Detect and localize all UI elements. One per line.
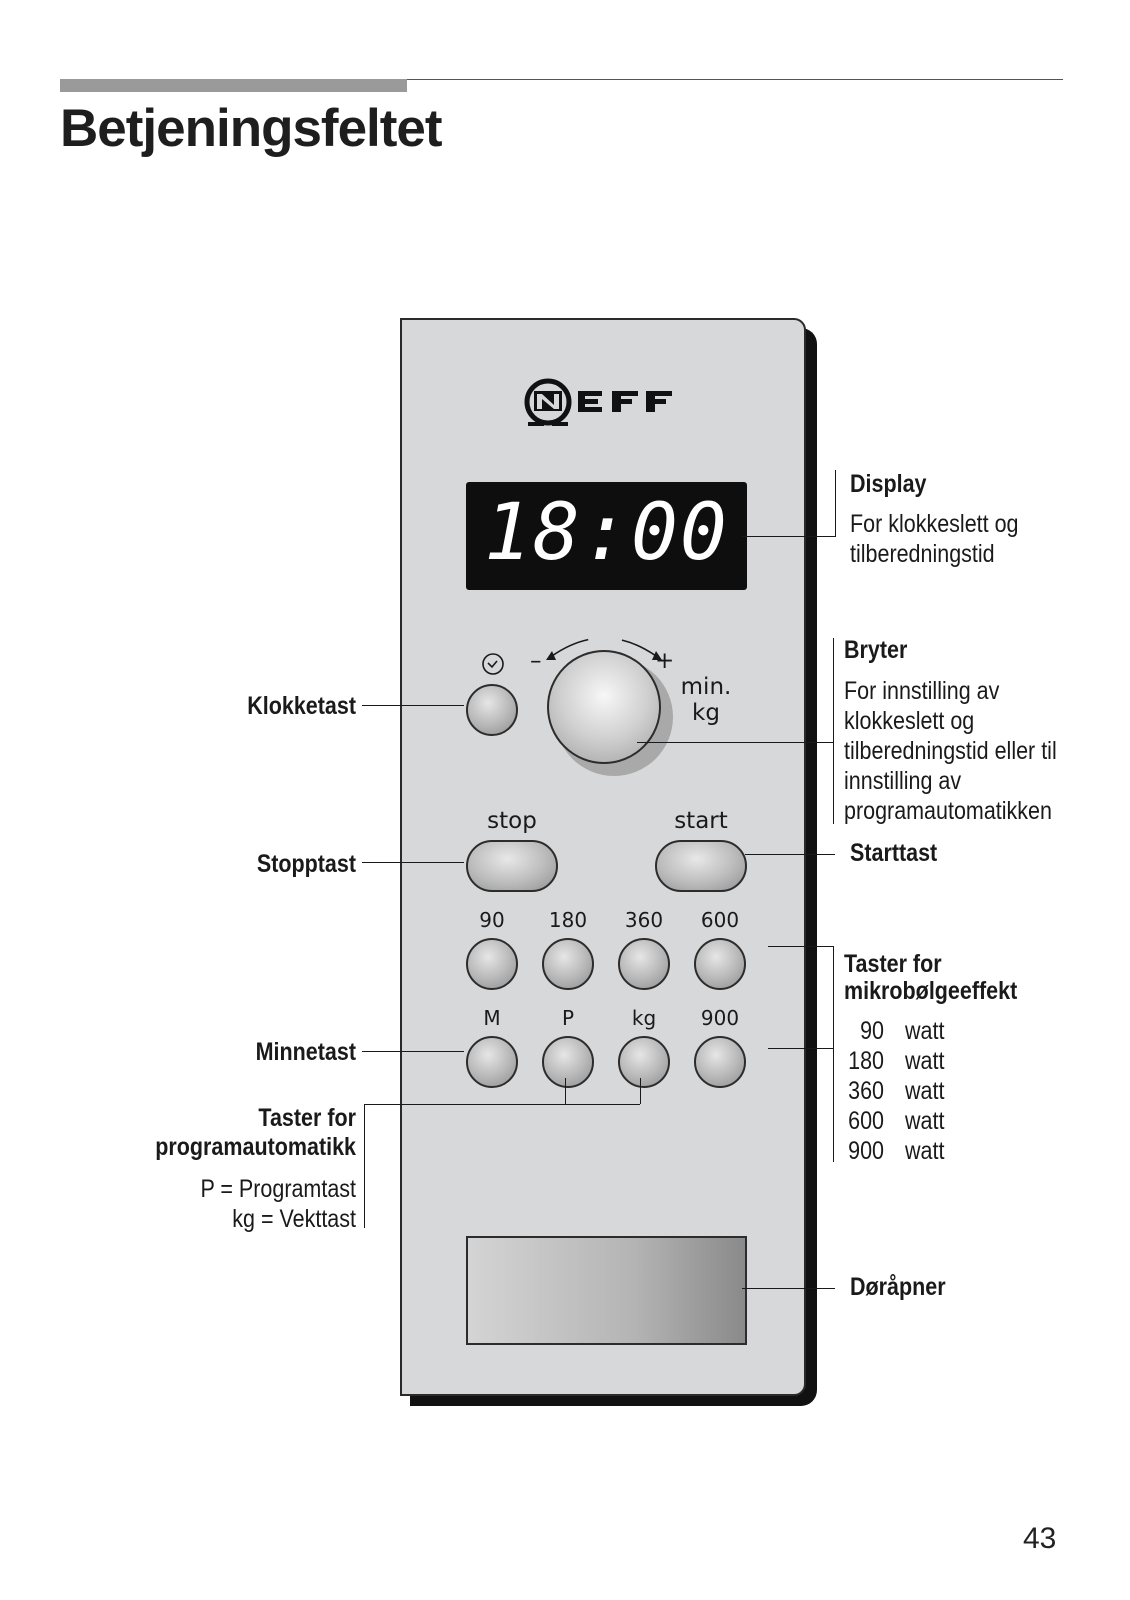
program-key-label: P	[561, 1006, 575, 1030]
weight-button[interactable]	[618, 1036, 670, 1088]
bryter-callout-line5: programautomatikken	[844, 797, 1052, 825]
power-row-900-value: 900	[848, 1137, 884, 1165]
power-label-600: 600	[700, 908, 740, 932]
power-bracket	[833, 946, 834, 1162]
bryter-leader	[637, 742, 833, 743]
power-label-360: 360	[624, 908, 664, 932]
knob-plus-label: +	[655, 648, 675, 674]
stop-button[interactable]	[466, 840, 558, 892]
power-row-600-value: 600	[848, 1107, 884, 1135]
display-leader	[742, 536, 835, 537]
power-row-90-unit: watt	[905, 1017, 945, 1045]
display-bracket	[835, 470, 836, 537]
program-callout-title2: programautomatikk	[155, 1133, 356, 1161]
bryter-bracket	[833, 638, 834, 824]
start-leader	[745, 854, 835, 855]
power-row-600-unit: watt	[905, 1107, 945, 1135]
neff-logo	[520, 375, 710, 435]
power-row-900-unit: watt	[905, 1137, 945, 1165]
display-callout-line2: tilberedningstid	[850, 540, 995, 568]
power-180-button[interactable]	[542, 938, 594, 990]
weight-key-label: kg	[631, 1006, 657, 1030]
page-number: 43	[1023, 1522, 1057, 1555]
door-callout-title: Døråpner	[850, 1273, 946, 1301]
program-bracket	[364, 1104, 365, 1228]
power-label-900: 900	[700, 1006, 740, 1030]
program-tick-p	[565, 1078, 566, 1104]
power-row-90-value: 90	[860, 1017, 884, 1045]
display-callout-title: Display	[850, 470, 927, 498]
bryter-callout-line1: For innstilling av	[844, 677, 1000, 705]
program-button[interactable]	[542, 1036, 594, 1088]
time-display	[466, 482, 747, 590]
program-callout-line2: kg = Vekttast	[232, 1205, 356, 1233]
clock-leader	[362, 705, 464, 706]
start-label: start	[674, 808, 728, 834]
knob-kg-label: kg	[692, 700, 720, 726]
start-button[interactable]	[655, 840, 747, 892]
header-rule-accent	[60, 79, 407, 92]
power-900-button[interactable]	[694, 1036, 746, 1088]
power-row-360-unit: watt	[905, 1077, 945, 1105]
program-callout-line1: P = Programtast	[200, 1175, 356, 1203]
display-time: 18:00	[484, 488, 729, 578]
header-rule	[60, 79, 1063, 80]
power-90-button[interactable]	[466, 938, 518, 990]
power-360-button[interactable]	[618, 938, 670, 990]
memory-callout-title: Minnetast	[255, 1038, 356, 1066]
memory-leader	[362, 1051, 464, 1052]
stop-leader	[362, 862, 464, 863]
power-leader-top	[768, 946, 833, 947]
start-callout-title: Starttast	[850, 839, 938, 867]
clock-callout-title: Klokketast	[247, 692, 356, 720]
memory-button[interactable]	[466, 1036, 518, 1088]
display-callout-line1: For klokkeslett og	[850, 510, 1019, 538]
knob-min-label: min.	[680, 674, 732, 700]
bryter-callout-line3: tilberedningstid eller til	[844, 737, 1057, 765]
clock-button[interactable]	[466, 684, 518, 736]
power-callout-title2: mikrobølgeeffekt	[844, 977, 1018, 1005]
memory-key-label: M	[483, 1006, 501, 1030]
power-label-180: 180	[548, 908, 588, 932]
knob-minus-label: –	[530, 648, 542, 674]
bryter-callout-title: Bryter	[844, 636, 908, 664]
door-opener-button[interactable]	[466, 1236, 747, 1345]
knob-direction-arrows	[540, 626, 670, 666]
page-title: Betjeningsfeltet	[60, 99, 443, 158]
rotary-knob[interactable]	[547, 650, 661, 764]
program-leader	[364, 1104, 640, 1105]
stop-callout-title: Stopptast	[256, 850, 356, 878]
program-tick-kg	[640, 1078, 641, 1104]
power-callout-title1: Taster for	[844, 950, 942, 978]
power-row-180-unit: watt	[905, 1047, 945, 1075]
power-600-button[interactable]	[694, 938, 746, 990]
door-leader	[742, 1288, 835, 1289]
bryter-callout-line2: klokkeslett og	[844, 707, 975, 735]
bryter-callout-line4: innstilling av	[844, 767, 962, 795]
power-row-180-value: 180	[848, 1047, 884, 1075]
clock-icon	[481, 652, 505, 676]
power-label-90: 90	[479, 908, 505, 932]
program-callout-title1: Taster for	[258, 1104, 356, 1132]
power-row-360-value: 360	[848, 1077, 884, 1105]
power-leader-bottom	[768, 1048, 833, 1049]
stop-label: stop	[487, 808, 537, 834]
